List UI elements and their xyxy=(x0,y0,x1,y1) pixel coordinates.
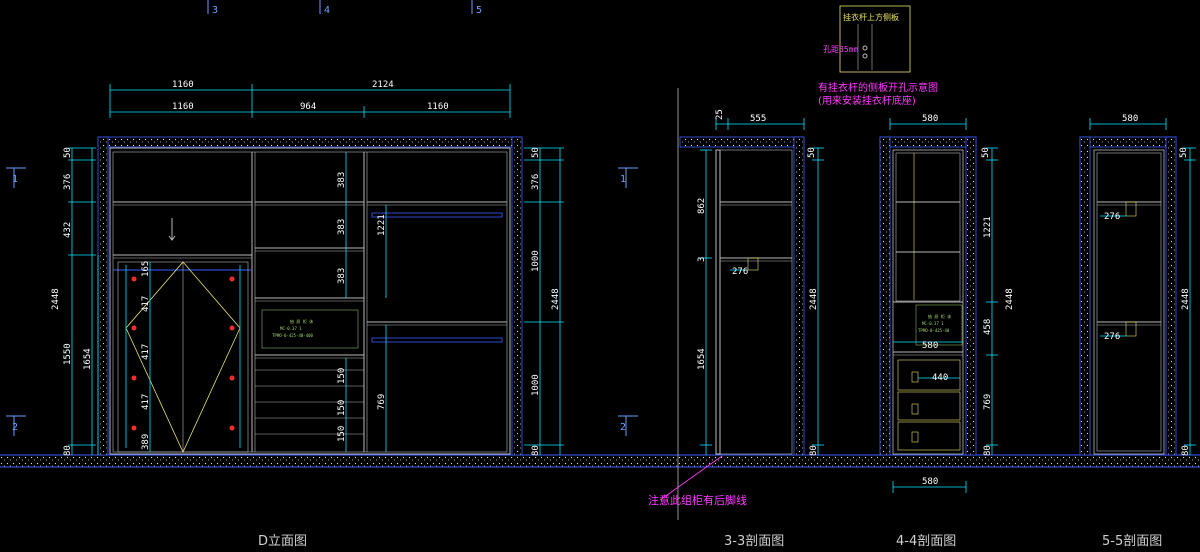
section-marker-mid-1: 1 xyxy=(618,167,638,188)
svg-text:432: 432 xyxy=(63,222,73,238)
svg-text:2448: 2448 xyxy=(1181,288,1191,310)
svg-text:150: 150 xyxy=(337,368,347,384)
svg-text:150: 150 xyxy=(337,400,347,416)
svg-text:抽 屉 柜 体: 抽 屉 柜 体 xyxy=(928,313,951,319)
grid-marker-top-4: 4 xyxy=(319,0,330,16)
svg-text:5: 5 xyxy=(476,5,482,16)
svg-text:580: 580 xyxy=(922,114,938,124)
svg-text:458: 458 xyxy=(983,319,993,335)
svg-text:150: 150 xyxy=(337,426,347,442)
svg-text:1000: 1000 xyxy=(531,374,541,396)
svg-text:50: 50 xyxy=(531,147,541,158)
svg-text:417: 417 xyxy=(141,296,151,312)
svg-text:有挂衣杆的侧板开孔示意图: 有挂衣杆的侧板开孔示意图 xyxy=(818,81,938,94)
section-3-3: 25 555 50 862 3 276 2448 1654 80 注意此组柜有后… xyxy=(648,109,824,507)
svg-text:80: 80 xyxy=(983,445,993,456)
floor-band xyxy=(0,454,1200,468)
elevation-d: 抽 屉 柜 体 MC-0.37 1 TPMO-0-425-40-400 xyxy=(51,80,564,456)
svg-text:580: 580 xyxy=(922,477,938,487)
svg-text:276: 276 xyxy=(1104,332,1120,342)
svg-text:555: 555 xyxy=(750,114,766,124)
svg-text:25: 25 xyxy=(715,109,725,120)
svg-text:964: 964 xyxy=(300,102,316,112)
svg-text:1160: 1160 xyxy=(172,102,194,112)
svg-text:2448: 2448 xyxy=(51,288,61,310)
skirting-note: 注意此组柜有后脚线 xyxy=(648,493,747,507)
svg-text:80: 80 xyxy=(809,445,819,456)
svg-text:2: 2 xyxy=(620,422,626,433)
svg-text:417: 417 xyxy=(141,394,151,410)
svg-text:孔距35mm: 孔距35mm xyxy=(823,45,858,54)
section-4-4: 抽 屉 柜 体 MC-0.37 1 TPMO-0-425-40 580 xyxy=(879,114,1015,493)
section-marker-mid-2: 2 xyxy=(618,415,638,436)
svg-text:50: 50 xyxy=(981,147,991,158)
svg-text:TPMO-0-425-40-400: TPMO-0-425-40-400 xyxy=(272,333,314,338)
svg-text:769: 769 xyxy=(377,394,387,410)
svg-text:2124: 2124 xyxy=(372,80,394,90)
svg-text:80: 80 xyxy=(531,445,541,456)
svg-text:165: 165 xyxy=(141,261,151,277)
elevation-d-title: D立面图 xyxy=(258,534,307,549)
svg-text:1550: 1550 xyxy=(63,343,73,365)
svg-text:(用来安装挂衣杆底座): (用来安装挂衣杆底座) xyxy=(818,94,916,107)
svg-text:TPMO-0-425-40: TPMO-0-425-40 xyxy=(918,328,950,333)
svg-text:276: 276 xyxy=(1104,212,1120,222)
svg-text:1160: 1160 xyxy=(172,80,194,90)
section-marker-left-2: 2 xyxy=(6,415,26,436)
svg-text:1221: 1221 xyxy=(983,216,993,238)
svg-text:383: 383 xyxy=(337,268,347,284)
svg-text:80: 80 xyxy=(1181,445,1191,456)
svg-text:50: 50 xyxy=(807,147,817,158)
svg-text:50: 50 xyxy=(63,147,73,158)
svg-text:2448: 2448 xyxy=(809,288,819,310)
svg-text:417: 417 xyxy=(141,344,151,360)
svg-text:MC-0.37 1: MC-0.37 1 xyxy=(280,326,302,331)
svg-text:1221: 1221 xyxy=(377,214,387,236)
section-3-3-title: 3-3剖面图 xyxy=(724,534,784,549)
svg-text:580: 580 xyxy=(922,341,938,351)
svg-text:580: 580 xyxy=(1122,114,1138,124)
svg-text:MC-0.37 1: MC-0.37 1 xyxy=(922,321,944,326)
svg-text:276: 276 xyxy=(732,267,748,277)
svg-text:1: 1 xyxy=(12,174,18,185)
svg-text:2448: 2448 xyxy=(1005,288,1015,310)
grid-marker-top-5: 5 xyxy=(471,0,482,16)
svg-text:抽 屉 柜 体: 抽 屉 柜 体 xyxy=(290,318,313,324)
svg-text:769: 769 xyxy=(983,394,993,410)
grid-marker-top-3: 3 xyxy=(207,0,218,16)
section-5-5: 580 50 276 276 2448 80 xyxy=(1079,114,1196,456)
section-marker-left-1: 1 xyxy=(6,167,26,188)
svg-text:1160: 1160 xyxy=(427,102,449,112)
section-5-5-title: 5-5剖面图 xyxy=(1102,534,1162,549)
svg-text:80: 80 xyxy=(63,445,73,456)
svg-text:3: 3 xyxy=(697,257,707,262)
svg-text:1654: 1654 xyxy=(83,348,93,370)
svg-text:389: 389 xyxy=(141,434,151,450)
svg-text:3: 3 xyxy=(212,5,218,16)
section-4-4-title: 4-4剖面图 xyxy=(896,534,956,549)
hole-detail-note: 挂衣杆上方侧板 孔距35mm 有挂衣杆的侧板开孔示意图 (用来安装挂衣杆底座) xyxy=(818,5,938,107)
svg-text:1: 1 xyxy=(620,174,626,185)
svg-text:440: 440 xyxy=(932,373,948,383)
svg-text:1000: 1000 xyxy=(531,250,541,272)
svg-text:挂衣杆上方侧板: 挂衣杆上方侧板 xyxy=(843,12,899,22)
svg-text:376: 376 xyxy=(63,174,73,190)
svg-text:1654: 1654 xyxy=(697,348,707,370)
svg-text:376: 376 xyxy=(531,174,541,190)
svg-text:2: 2 xyxy=(12,422,18,433)
svg-text:4: 4 xyxy=(324,5,330,16)
svg-text:2448: 2448 xyxy=(551,288,561,310)
svg-text:383: 383 xyxy=(337,219,347,235)
svg-text:383: 383 xyxy=(337,172,347,188)
svg-text:862: 862 xyxy=(697,198,707,214)
svg-text:50: 50 xyxy=(1179,147,1189,158)
